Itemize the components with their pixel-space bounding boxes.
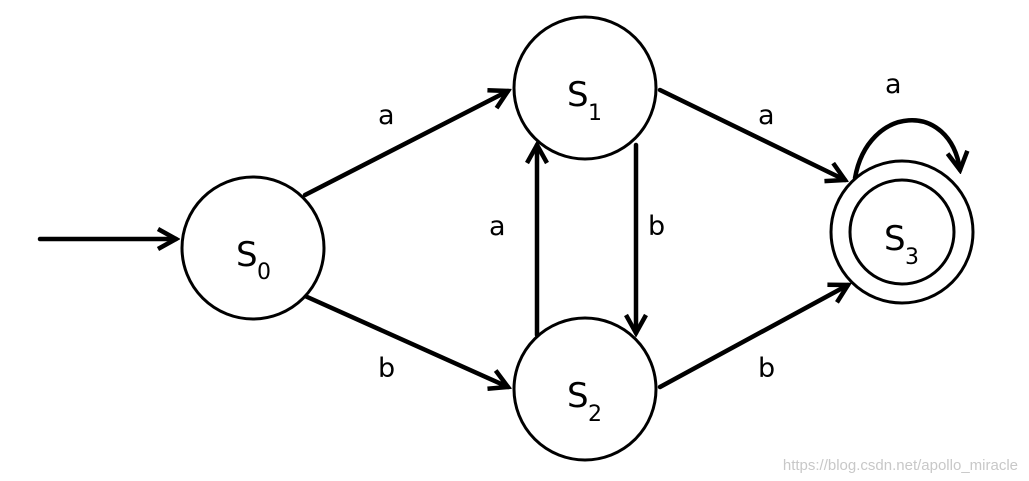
- state-s3-accepting: S 3: [829, 159, 975, 305]
- label-s2-s1: a: [489, 211, 506, 242]
- state-s1-sub: 1: [588, 101, 602, 126]
- state-s0: S 0: [180, 175, 326, 321]
- state-s1: S 1: [512, 15, 658, 161]
- state-s2-name: S: [567, 376, 589, 416]
- edge-s0-s1: [302, 91, 508, 198]
- label-s3-s3: a: [885, 69, 902, 100]
- state-s3-sub: 3: [905, 245, 919, 270]
- state-s3-name: S: [884, 219, 906, 259]
- state-s0-name: S: [236, 235, 258, 275]
- state-s2-sub: 2: [588, 402, 602, 427]
- edge-s0-s2: [302, 293, 508, 387]
- state-s1-name: S: [567, 75, 589, 115]
- label-s0-s1: a: [378, 100, 395, 131]
- watermark: https://blog.csdn.net/apollo_miracle: [783, 457, 1018, 474]
- state-s0-sub: 0: [257, 260, 271, 285]
- label-s0-s2: b: [378, 353, 395, 384]
- edge-s2-s3: [657, 285, 848, 390]
- edge-s1-s3: [657, 87, 845, 180]
- label-s2-s3: b: [758, 353, 775, 384]
- label-s1-s3: a: [758, 100, 775, 131]
- state-s2: S 2: [512, 316, 658, 462]
- edge-s3-s3-loop: [852, 118, 960, 181]
- label-s1-s2: b: [648, 211, 665, 242]
